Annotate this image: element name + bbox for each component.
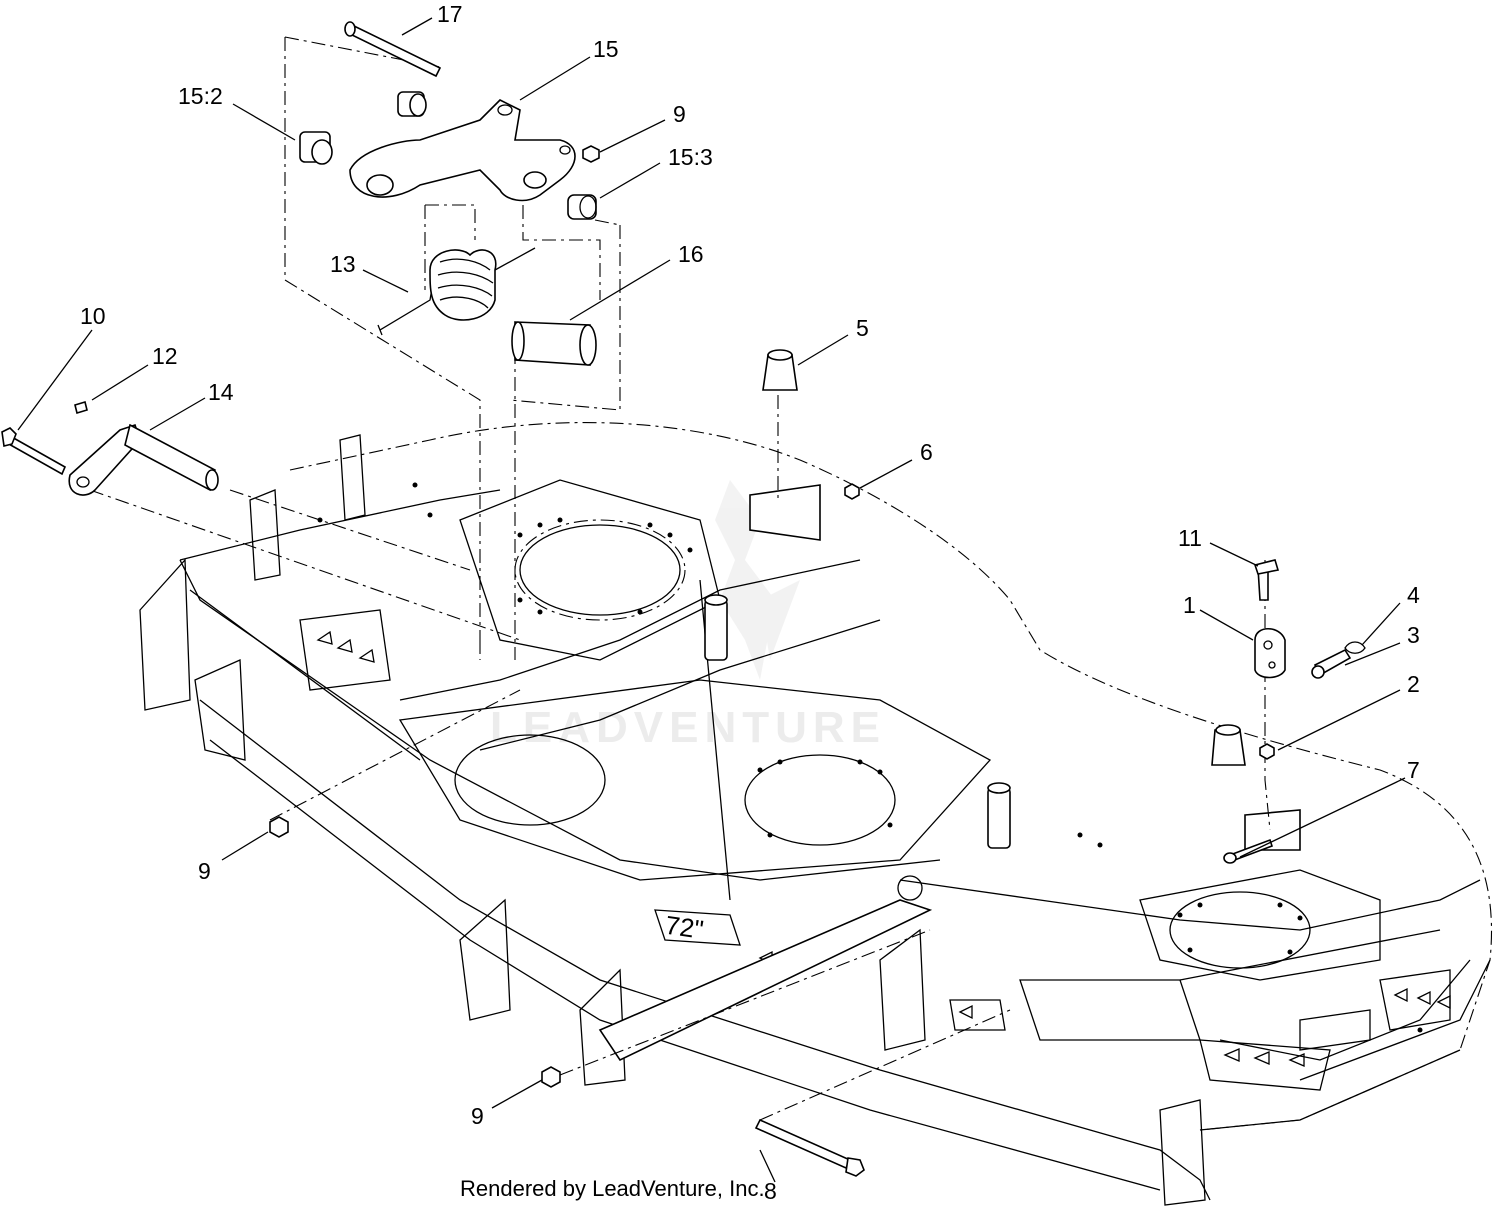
- part-17-pin: [344, 21, 442, 78]
- callout-14: 14: [208, 379, 234, 405]
- callout-10: 10: [80, 303, 106, 329]
- part-15-2-bushing: [299, 131, 333, 165]
- callout-13: 13: [330, 251, 356, 277]
- bushing-upper: [397, 91, 427, 117]
- part-11-pin: [1253, 559, 1280, 601]
- deck-size-decal: 72": [663, 910, 705, 945]
- part-2-nut: [1259, 743, 1275, 760]
- mower-deck: 72": [139, 422, 1493, 1206]
- callout-8: 8: [764, 1178, 777, 1204]
- callout-9-left: 9: [198, 858, 211, 884]
- part-13-spring: [377, 247, 536, 336]
- part-5-gauge-wheel: [762, 349, 798, 391]
- part-9-nut-top: [582, 145, 600, 163]
- callout-2: 2: [1407, 671, 1420, 697]
- part-6-nut: [844, 483, 860, 500]
- part-12-grease-fitting: [74, 400, 88, 415]
- assembly-lines: [89, 36, 1271, 1121]
- part-15-3-bushing: [567, 194, 597, 220]
- callout-16: 16: [678, 241, 704, 267]
- part-15-bellcrank: [349, 99, 576, 202]
- callout-9-top: 9: [673, 101, 686, 127]
- callout-3: 3: [1407, 622, 1420, 648]
- callout-15-3: 15:3: [668, 144, 713, 170]
- part-14-pivot-arm: [68, 423, 219, 496]
- watermark-logo: [715, 480, 800, 680]
- part-9-nut-bottom: [541, 1066, 561, 1088]
- callouts: 17 15 15:2 9 15:3 13 16 10 12 14 5 6 11 …: [80, 1, 1420, 1204]
- part-16-spacer: [511, 321, 597, 366]
- callout-4: 4: [1407, 582, 1420, 608]
- credit-text: Rendered by LeadVenture, Inc.: [460, 1176, 765, 1201]
- part-4-hairpin: [1344, 641, 1366, 654]
- callout-12: 12: [152, 343, 178, 369]
- callout-15: 15: [593, 36, 619, 62]
- callout-7: 7: [1407, 757, 1420, 783]
- callout-9-bottom: 9: [471, 1103, 484, 1129]
- callout-15-2: 15:2: [178, 83, 223, 109]
- part-7-bolt: [1223, 838, 1274, 864]
- callout-6: 6: [920, 439, 933, 465]
- part-3-clevis-pin: [1311, 648, 1352, 679]
- part-9-nut-left: [269, 816, 289, 838]
- callout-11: 11: [1178, 525, 1202, 551]
- callout-5: 5: [856, 315, 869, 341]
- gauge-wheel-right: [1211, 724, 1246, 766]
- watermark-text: LEADVENTURE: [490, 703, 886, 752]
- leader-lines: [17, 17, 1406, 1183]
- part-1-bracket: [1254, 627, 1286, 679]
- callout-17: 17: [437, 1, 463, 27]
- part-8-bolt: [754, 1118, 865, 1177]
- part-10-bolt: [1, 427, 67, 476]
- callout-1: 1: [1183, 592, 1196, 618]
